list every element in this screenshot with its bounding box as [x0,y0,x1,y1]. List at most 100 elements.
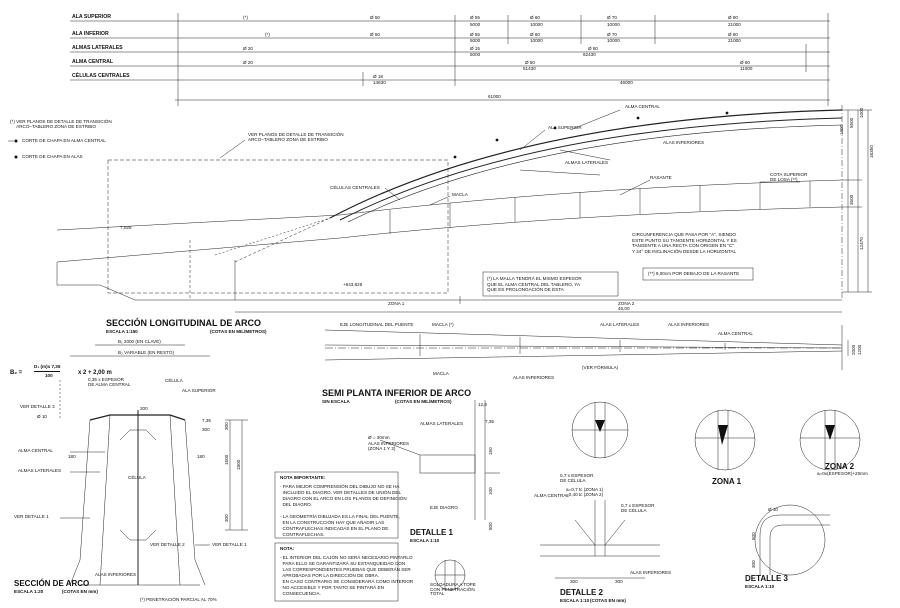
label-ver-detalle2: VER DETALLE 2 [150,542,185,547]
right-dim: 1400 [839,124,844,135]
long-section-lines [56,105,872,313]
sec-dim: 200 [140,406,148,411]
d1-dim: 800 [488,522,493,530]
schedule-dim: 10000 [530,38,543,43]
label-alas-inferiores-sec: ALAS INFERIORES [95,572,137,577]
plan-dim: 1200 [857,344,862,355]
schedule-segment: Ø 50 [525,60,535,65]
label-ala-superior: ALA SUPERIOR [548,125,582,130]
label-300: 300 [202,427,210,432]
label-almas-laterales: ALMAS LATERALES [565,160,609,165]
semi-plan-lines [324,325,849,370]
note-title: NOTA: [280,546,295,551]
schedule-segment: Ø 80 [588,46,598,51]
label-macla: MACLA [452,192,468,197]
d2-alas-inferiores: ALAS INFERIORES [630,570,672,575]
note-box-nota [274,542,399,602]
long-section-scale: ESCALA 1:150 [106,329,138,334]
schedule-row-label: ALMA CENTRAL [72,59,114,65]
schedule-row-label: ALMAS LATERALES [72,45,123,51]
label-ala-superior-sec: ALA SUPERIOR [182,388,216,393]
label-penetracion: (*) PENETRACIÓN PARCIAL AL 70% [140,597,217,602]
detail2-lines [540,401,660,579]
d1-dim: 150 [488,447,493,455]
label-ver-formula: (VER FÓRMULA) [582,365,619,370]
label-b1-clave: B₁ 2000 (EN CLAVE) [118,339,161,344]
d1-soldadura: SOLDADURA A TOPE CON PENETRACIÓN TOTAL [430,582,476,597]
d3-dim: 300 [751,560,756,568]
detail3-scale: ESCALA 1:10 [745,584,775,589]
schedule-dim: 10000 [607,22,620,27]
d1-dim: 12,5 [478,402,487,407]
label-macla-star: MACLA (*) [432,322,454,327]
schedule-dim: 5000 [470,52,481,57]
schedule-segment: Ø 50 [370,32,380,37]
schedule-segment: Ø 80 [728,15,738,20]
label-alas-inferiores: ALAS INFERIORES [663,140,705,145]
note-important-title: NOTA IMPORTANTE: [280,475,326,480]
sec-dim: 1500 [224,454,229,465]
total-dim: 61000 [488,94,501,99]
d2-alma-central: ALMA CENTRAL [534,493,569,498]
label-celula-2: CÉLULA [128,475,146,480]
d1-phi: Ø = 30mm [368,435,390,440]
formula-denominator: 100 [45,373,53,378]
schedule-row-label: CÉLULAS CENTRALES [72,73,130,79]
schedule-dim: 62430 [583,52,596,57]
label-cota-superior: COTA SUPERIOR DE LOSA (**) [770,172,808,182]
label-transition-note: VER PLANOS DE DETALLE DE TRANSICIÓN ARCO… [248,132,344,142]
schedule-dim: 46000 [620,80,633,85]
note-body: - EL INTERIOR DEL CAJÓN NO SERÁ NECESARI… [280,555,414,596]
label-macla-plan: MACLA [433,371,449,376]
right-dim: 3500 [849,194,854,205]
schedule-segment: Ø 70 [607,32,617,37]
label-ver-detalle1: VER DETALLE 1 [14,514,49,519]
label-celula: CÉLULA [165,378,183,383]
schedule-dim: 5000 [470,38,481,43]
label-alas-laterales: ALAS LATERALES [600,322,640,327]
zona1-title: ZONA 1 [712,477,742,486]
label-dim-45: 45,00 [618,306,630,311]
semi-plan-scale: SIN ESCALA [322,399,350,404]
detail1-scale: ESCALA 1:10 [410,538,440,543]
long-section-title: SECCIÓN LONGITUDINAL DE ARCO [106,318,262,328]
schedule-segment: Ø 20 [243,60,253,65]
label-rasante-note: (**) 9,00cm POR DEBAJO DE LA RASANTE [648,271,740,276]
d1-dim: 100 [488,487,493,495]
d2-dim: 300 [570,579,578,584]
d1-almas-laterales: ALMAS LATERALES [420,421,464,426]
note-important-body: - PARA MEJOR COMPRENSIÓN DEL DIBUJO NO S… [280,484,407,537]
arc-section-scale: ESCALA 1:20 [14,589,44,594]
arc-section-title: SECCIÓN DE ARCO [14,579,90,588]
schedule-dim: 10000 [530,22,543,27]
formula-left: B₂ = [10,370,23,376]
d1-dim: 7,35 [485,419,494,424]
zone-lines [694,409,861,576]
schedule-dim: 11000 [740,66,753,71]
schedule-dim: 51430 [523,66,536,71]
label-7-35: 7,35 [202,418,211,423]
schedule-dim: 21000 [728,38,741,43]
d1-alas-inferiores: ALAS INFERIORES (ZONA 1 Y 2) [368,441,410,451]
detail2-title: DETALLE 2 [560,588,603,597]
schedule-segment: Ø 20 [243,46,253,51]
schedule-segment: Ø 60 [530,15,540,20]
detail2-scale: ESCALA 1:10 [560,598,590,603]
sec-dim: 300 [224,514,229,522]
label-zona1: ZONA 1 [388,301,405,306]
d3-dim: 500 [751,532,756,540]
schedule-dim: 5000 [470,22,481,27]
d3-phi10: Ø 10 [768,507,778,512]
d1-eje-diagro: EJE DIAGRO [430,505,458,510]
label-ver-detalle3: VER DETALLE 3 [20,404,55,409]
label-circ-note: CIRCUNFERENCIA QUE PASA POR "A", SIENDO … [632,232,737,255]
sec-dim: 180 [68,454,76,459]
sec-dim: 180 [197,454,205,459]
schedule-segment: Ø 60 [740,60,750,65]
detail3-title: DETALLE 3 [745,574,788,583]
label-zona2: ZONA 2 [618,301,635,306]
semi-plan-units: (COTAS EN MILÍMETROS) [395,399,452,404]
schedule-segment: Ø 55 [470,15,480,20]
